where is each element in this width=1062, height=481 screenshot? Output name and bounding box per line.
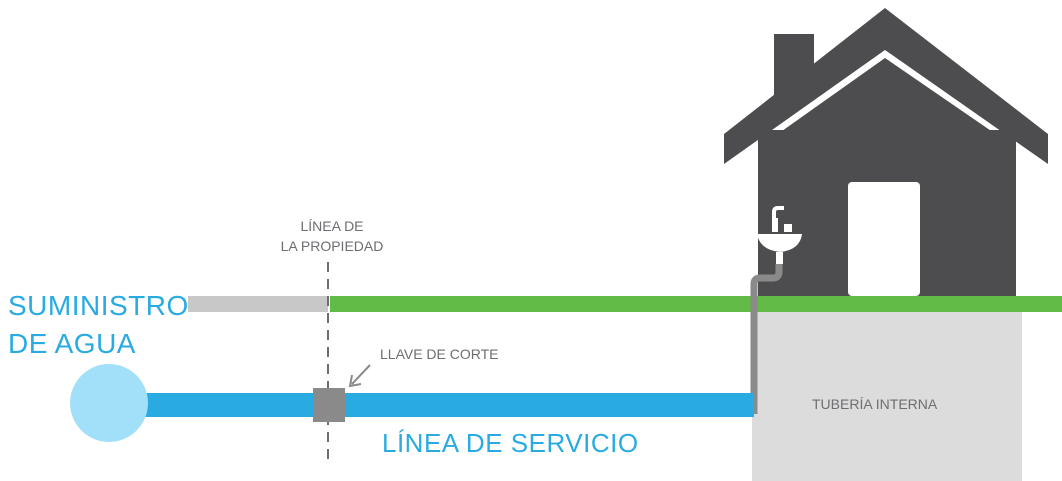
house-icon [724,8,1048,296]
service-line-label: LÍNEA DE SERVICIO [382,428,639,458]
ground-block [752,312,1022,481]
shutoff-valve [313,388,345,422]
property-line-line2: LA PROPIEDAD [280,238,384,254]
arrow-icon [348,364,371,388]
internal-piping-label: TUBERÍA INTERNA [812,396,938,412]
public-pipe [188,296,328,312]
shutoff-valve-label: LLAVE DE CORTE [380,346,499,362]
water-supply-label: SUMINISTRO DE AGUA [8,287,189,363]
property-line-line1: LÍNEA DE [300,218,364,234]
service-pipe [138,393,754,417]
house-roof [724,8,1048,164]
house-gable [758,58,1016,180]
water-supply-line2: DE AGUA [8,328,136,359]
sink-icon [757,206,802,264]
water-supply-line1: SUMINISTRO [8,290,189,321]
property-line-label: LÍNEA DE LA PROPIEDAD [262,216,402,256]
grass-line [330,296,1062,312]
water-main-circle [70,364,148,442]
house-door [848,182,920,296]
internal-pipe [750,264,783,414]
